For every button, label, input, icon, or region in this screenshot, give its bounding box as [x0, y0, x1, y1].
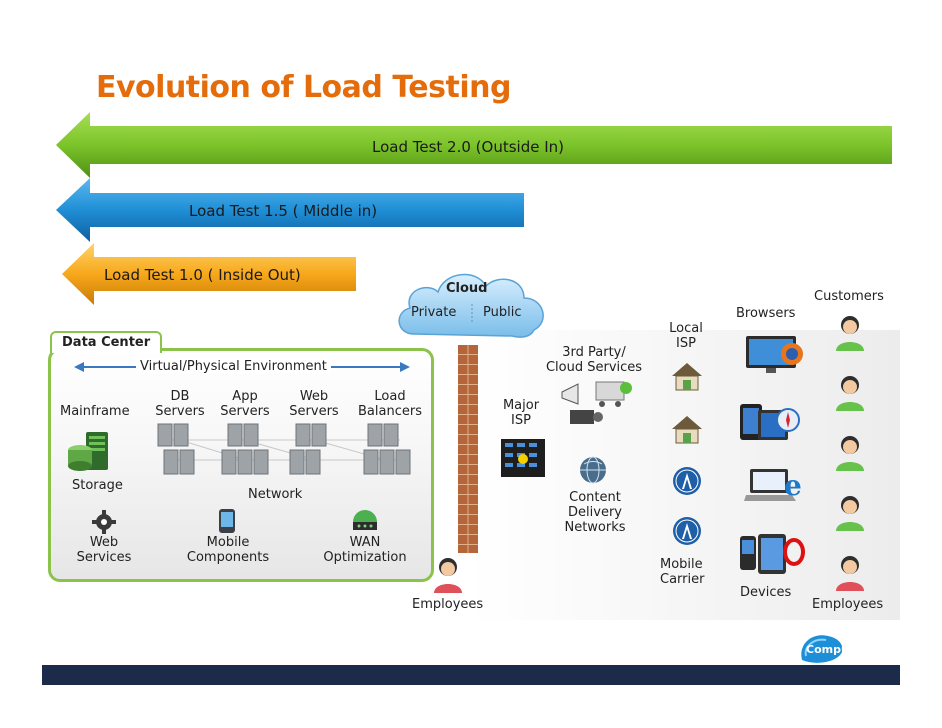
- load-test-2-arrow: [56, 112, 892, 178]
- load-balancers-label: Load Balancers: [356, 389, 424, 419]
- browsers-label: Browsers: [736, 306, 796, 321]
- tablet-safari-icon: [740, 404, 800, 440]
- cdn-label: Content Delivery Networks: [560, 490, 630, 535]
- employee-red-icon-right: [836, 556, 864, 591]
- load-balancers-line1: Load: [374, 389, 406, 404]
- mobile-components-line2: Components: [186, 550, 270, 565]
- customer-green-icon-3: [836, 436, 864, 471]
- web-servers-line1: Web: [299, 389, 329, 404]
- server-network-graphic: [157, 423, 411, 475]
- major-isp-server-icon: [501, 439, 545, 477]
- cloud-private-label: Private: [411, 305, 457, 320]
- third-party-services-icon: [561, 381, 632, 424]
- mobile-carrier-label: Mobile Carrier: [660, 557, 712, 587]
- third-party-line2: Cloud Services: [545, 360, 643, 375]
- cloud-label: Cloud: [446, 281, 488, 296]
- employees-right-label: Employees: [812, 597, 884, 612]
- storage-icon: [68, 432, 108, 471]
- web-services-label: Web Services: [76, 535, 132, 565]
- major-isp-line2: ISP: [511, 413, 531, 428]
- major-isp-line1: Major: [502, 398, 540, 413]
- bottom-bar: [42, 665, 900, 685]
- load-test-1-5-label: Load Test 1.5 ( Middle in): [189, 202, 378, 220]
- load-test-1-5-arrow: [56, 178, 524, 242]
- data-center-label: Data Center: [50, 331, 163, 353]
- wan-optimization-line2: Optimization: [323, 550, 407, 565]
- svg-text:e: e: [784, 469, 802, 502]
- app-servers-line1: App: [232, 389, 258, 404]
- local-isp-label: Local ISP: [666, 321, 706, 351]
- load-test-1-label: Load Test 1.0 ( Inside Out): [104, 266, 301, 284]
- app-servers-label: App Servers: [219, 389, 271, 419]
- cdn-line2: Delivery: [568, 505, 622, 520]
- mobile-carrier-line1: Mobile: [660, 557, 703, 572]
- mobile-components-line1: Mobile: [206, 535, 250, 550]
- db-servers-line1: DB: [170, 389, 190, 404]
- third-party-line1: 3rd Party/: [562, 345, 626, 360]
- virtual-environment-label: Virtual/Physical Environment: [136, 359, 331, 374]
- network-label: Network: [248, 487, 303, 502]
- app-servers-line2: Servers: [220, 404, 270, 419]
- web-services-line2: Services: [76, 550, 132, 565]
- globe-icon: [580, 456, 606, 484]
- load-test-2-label: Load Test 2.0 (Outside In): [372, 138, 565, 156]
- web-servers-label: Web Servers: [288, 389, 340, 419]
- firewall-icon: [458, 345, 478, 553]
- cdn-line3: Networks: [564, 520, 626, 535]
- compuware-logo: Compuware: [801, 635, 879, 663]
- load-balancers-line2: Balancers: [358, 404, 422, 419]
- load-test-1-arrow: [62, 243, 356, 305]
- web-servers-line2: Servers: [289, 404, 339, 419]
- mobile-components-label: Mobile Components: [184, 535, 272, 565]
- cloud-icon: [398, 273, 544, 338]
- employee-red-icon: [434, 558, 462, 593]
- mainframe-label: Mainframe: [60, 404, 130, 419]
- local-isp-house-icon-2: [672, 416, 702, 444]
- wan-optimization-label: WAN Optimization: [320, 535, 410, 565]
- devices-label: Devices: [740, 585, 792, 600]
- wan-optimization-icon: [353, 510, 377, 530]
- employees-center-label: Employees: [412, 597, 484, 612]
- customers-label: Customers: [814, 289, 884, 304]
- wan-optimization-line1: WAN: [349, 535, 381, 550]
- svg-text:Compuware: Compuware: [806, 643, 879, 656]
- customer-green-icon-4: [836, 496, 864, 531]
- cell-tower-icon: [673, 467, 701, 495]
- devices-opera-icon: [740, 534, 805, 574]
- third-party-label: 3rd Party/ Cloud Services: [544, 345, 644, 375]
- cloud-public-label: Public: [483, 305, 522, 320]
- web-services-line1: Web: [89, 535, 119, 550]
- local-isp-line2: ISP: [676, 336, 696, 351]
- gear-icon: [92, 510, 116, 534]
- monitor-firefox-icon: [746, 336, 803, 373]
- mobile-carrier-line2: Carrier: [660, 572, 705, 587]
- major-isp-label: Major ISP: [498, 398, 544, 428]
- customer-green-icon-1: [836, 316, 864, 351]
- customer-green-icon-2: [836, 376, 864, 411]
- cell-tower-icon-2: [673, 517, 701, 545]
- db-servers-line2: Servers: [155, 404, 205, 419]
- cdn-line1: Content: [569, 490, 621, 505]
- local-isp-house-icon: [672, 363, 702, 391]
- page-title: Evolution of Load Testing: [96, 70, 511, 105]
- db-servers-label: DB Servers: [154, 389, 206, 419]
- mobile-phone-icon: [219, 509, 235, 533]
- local-isp-line1: Local: [669, 321, 703, 336]
- laptop-ie-icon: e: [744, 469, 802, 502]
- storage-label: Storage: [72, 478, 123, 493]
